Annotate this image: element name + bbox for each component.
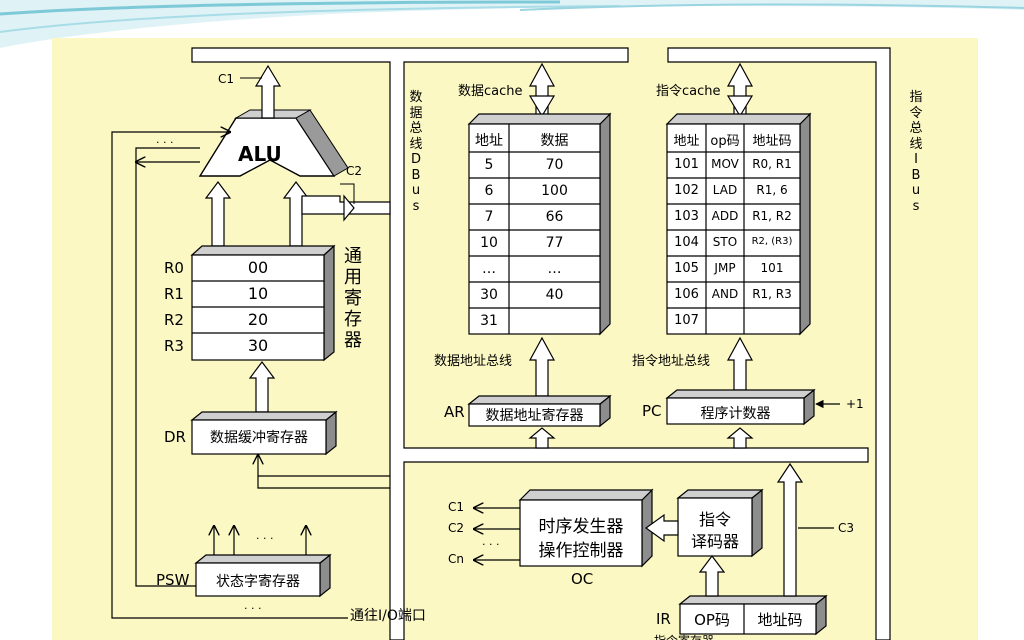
instr-cache-row-address: 106 — [674, 287, 699, 302]
instr-cache-row-address: 103 — [674, 209, 699, 224]
instr-cache-header-address: 地址 — [673, 134, 700, 149]
psw-ellipsis-top: · · · — [256, 532, 274, 545]
decoder-label-line2: 译码器 — [690, 532, 739, 551]
instr-cache-row-opcode: ADD — [711, 209, 739, 223]
register-name-r0: R0 — [164, 259, 184, 277]
ir-opcode-field: OP码 — [694, 611, 730, 629]
data-cache-title: 数据cache — [458, 84, 523, 99]
ir-name: IR — [656, 610, 671, 628]
timing-generator-label: 时序发生器 — [538, 517, 624, 537]
register-value-r1: 10 — [247, 284, 269, 303]
dr-name: DR — [164, 428, 186, 446]
data-cache-row-value: 77 — [545, 235, 564, 251]
alu-ellipsis: · · · — [156, 136, 174, 149]
data-cache-row-value: 100 — [541, 183, 568, 199]
decoder-label-line1: 指令 — [698, 510, 731, 529]
instr-cache-row-address: 104 — [674, 235, 699, 250]
oc-label: OC — [571, 570, 594, 588]
data-cache-row-value: 66 — [545, 209, 564, 225]
register-name-r2: R2 — [164, 311, 184, 329]
c2-output-label: C2 — [448, 521, 465, 535]
general-registers-title: 通用寄存器 — [344, 246, 362, 351]
data-cache-row-address: 6 — [484, 183, 494, 199]
instr-cache-row-operand: R0, R1 — [752, 157, 792, 171]
data-cache-row-address: 5 — [484, 157, 494, 173]
psw-name: PSW — [156, 571, 190, 589]
instr-cache-row-opcode: STO — [712, 235, 738, 249]
ar-name: AR — [444, 403, 465, 421]
register-name-r1: R1 — [164, 285, 184, 303]
instr-cache-row-operand: 101 — [760, 261, 784, 275]
register-value-r2: 20 — [247, 310, 269, 329]
cn-output-label: Cn — [448, 552, 464, 566]
psw-label: 状态字寄存器 — [216, 574, 300, 590]
instr-cache-row-opcode: LAD — [712, 183, 738, 197]
data-cache-row-value: … — [547, 261, 562, 277]
instr-cache-header-opcode: op码 — [710, 134, 740, 149]
instr-cache-row-opcode: MOV — [711, 157, 739, 171]
instruction-address-bus-label: 指令地址总线 — [632, 354, 711, 369]
c1-signal-label: C1 — [218, 72, 235, 86]
dr-label: 数据缓冲寄存器 — [210, 430, 308, 446]
instr-cache-row-address: 102 — [674, 183, 699, 198]
pc-label: 程序计数器 — [700, 406, 771, 422]
instr-cache-row-operand: R1, 6 — [756, 183, 788, 197]
instr-cache-row-opcode: AND — [711, 287, 739, 301]
pc-increment-label: +1 — [846, 397, 864, 411]
alu-shape — [198, 109, 349, 177]
instruction-cache-title: 指令cache — [656, 84, 721, 99]
data-address-bus-label: 数据地址总线 — [434, 354, 513, 369]
operation-controller-label: 操作控制器 — [538, 541, 624, 561]
data-cache-row-address: 10 — [480, 235, 498, 251]
data-cache-header-data: 数据 — [540, 133, 569, 149]
psw-ellipsis-bottom: · · · — [244, 602, 262, 615]
instr-cache-row-operand: R2, (R3) — [751, 236, 793, 247]
data-cache-row-address: … — [482, 261, 496, 277]
instr-cache-row-operand: R1, R3 — [752, 287, 792, 301]
data-cache-row-address: 31 — [480, 313, 498, 329]
register-name-r3: R3 — [164, 337, 184, 355]
instr-cache-header-operand: 地址码 — [752, 134, 792, 149]
c2-signal-label: C2 — [346, 164, 363, 178]
instr-cache-row-address: 105 — [674, 261, 699, 276]
instr-cache-row-address: 107 — [674, 313, 699, 328]
data-bus — [191, 47, 869, 640]
alu-label: ALU — [238, 142, 282, 166]
register-value-r3: 30 — [247, 336, 269, 355]
c3-signal-label: C3 — [838, 521, 855, 535]
instruction-register-caption: 指令寄存器 — [654, 632, 714, 640]
instr-cache-row-operand: R1, R2 — [752, 209, 792, 223]
instr-cache-row-opcode: JMP — [714, 261, 736, 275]
data-cache-row-value: 40 — [545, 287, 564, 303]
data-cache-row-address: 30 — [480, 287, 498, 303]
io-port-label: 通往I/O端口 — [350, 608, 426, 624]
ir-address-field: 地址码 — [757, 611, 803, 629]
instr-cache-row-address: 101 — [674, 157, 699, 172]
register-value-r0: 00 — [247, 258, 269, 277]
ar-label: 数据地址寄存器 — [485, 408, 584, 424]
data-cache-row-address: 7 — [484, 209, 494, 225]
control-output-ellipsis: · · · — [482, 538, 500, 551]
c1-output-label: C1 — [448, 500, 465, 514]
data-cache-row-value: 70 — [545, 157, 564, 173]
data-cache-header-address: 地址 — [475, 133, 503, 149]
instruction-bus — [667, 47, 891, 640]
pc-name: PC — [642, 402, 662, 420]
